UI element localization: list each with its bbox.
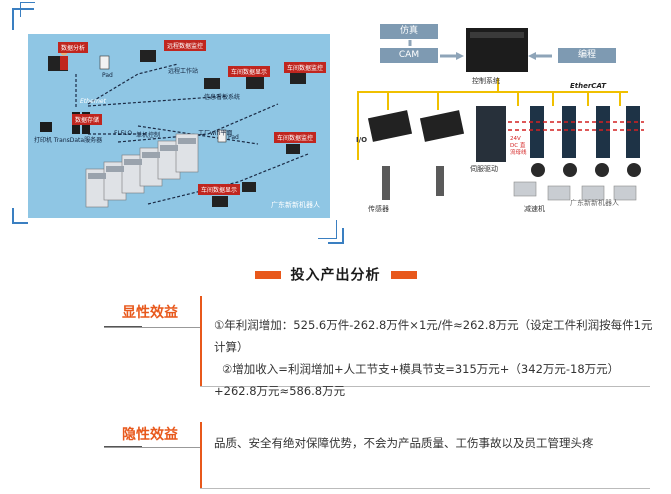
label-reducer: 减速机 [524,205,545,213]
explicit-divider [200,296,202,386]
label-workshop-display-1: 车间数据显示 [228,66,271,77]
label-workshop-display-2: 车间数据显示 [198,184,241,195]
explicit-bottom-rule [200,386,650,387]
label-workshop-monitor-2: 车间数据监控 [274,132,317,143]
label-servo-drive: 伺服驱动 [470,165,498,173]
implicit-divider [200,422,202,488]
explicit-dash [104,326,142,327]
corner-decoration-bottom-right-inner [318,220,337,239]
label-sensor: 传感器 [368,205,389,213]
explicit-line-2: ②增加收入=利润增加+人工节支+模具节支=315万元+（342万元-18万元）+… [214,362,620,398]
watermark-left: 广东新新机器人 [271,201,320,209]
implicit-line-1: 品质、安全有绝对保障优势，不会为产品质量、工伤事故以及员工管理头疼 [214,436,594,450]
label-printer-server: 打印机 TransData服务器 [34,137,103,144]
label-info-billboard: 信息看板系统 [204,94,241,101]
label-control-system: 控制系统 [472,77,500,85]
explicit-line-1: ①年利润增加：525.6万件-262.8万件×1元/件≈262.8万元（设定工件… [214,318,653,354]
label-remote-work: 远程工作站 [168,68,199,75]
explicit-benefit-label: 显性效益 [122,305,178,321]
corner-decoration-bottom-left [12,208,28,224]
label-ethernet: Ethernet [80,98,106,105]
label-io: I/O [356,136,368,144]
label-workshop-monitor-1: 车间数据监控 [284,62,327,73]
control-system-diagram: 仿真 CAM 编程 控制系统 EtherCAT I/O 伺服驱动 24V DC … [348,10,648,220]
implicit-bottom-rule [200,488,650,489]
implicit-dash [104,446,142,447]
factory-network-diagram: 数据分析 远程数据监控 Pad 远程工作站 车间数据显示 车间数据监控 信息看板… [28,34,330,218]
label-pad-top: Pad [102,72,113,79]
section-title: 投入产出分析 [0,264,671,284]
network-lines [40,48,309,208]
label-data-analysis: 数据分析 [58,42,89,53]
label-factory-wifi: 工厂wifi平面 [198,130,233,137]
corner-decoration-top-left-inner [20,2,35,17]
label-single-control: 单机控制 [136,132,161,139]
control-system-lines [357,28,644,201]
watermark-right: 广东新新机器人 [570,199,619,207]
corner-decoration-bottom-right [328,228,344,244]
label-data-storage: 数据存储 [72,114,103,125]
cam-box: CAM [380,48,438,63]
simulation-box: 仿真 [380,24,438,39]
section-title-text: 投入产出分析 [290,267,381,284]
programming-box: 编程 [558,48,616,63]
explicit-label-underline [104,327,200,328]
label-ethercat: EtherCAT [570,82,606,90]
label-remote-monitor: 远程数据监控 [164,40,207,51]
label-power-bus: 24V DC 直流母线 [510,136,527,156]
corner-decoration-top-left [12,8,34,30]
title-right-bar [390,270,417,279]
implicit-benefit-label: 隐性效益 [122,427,178,443]
title-left-bar [254,270,281,279]
label-pad-mid: Pad [228,134,239,141]
label-flflo: FLFLO [114,130,133,137]
implicit-label-underline [104,447,200,448]
